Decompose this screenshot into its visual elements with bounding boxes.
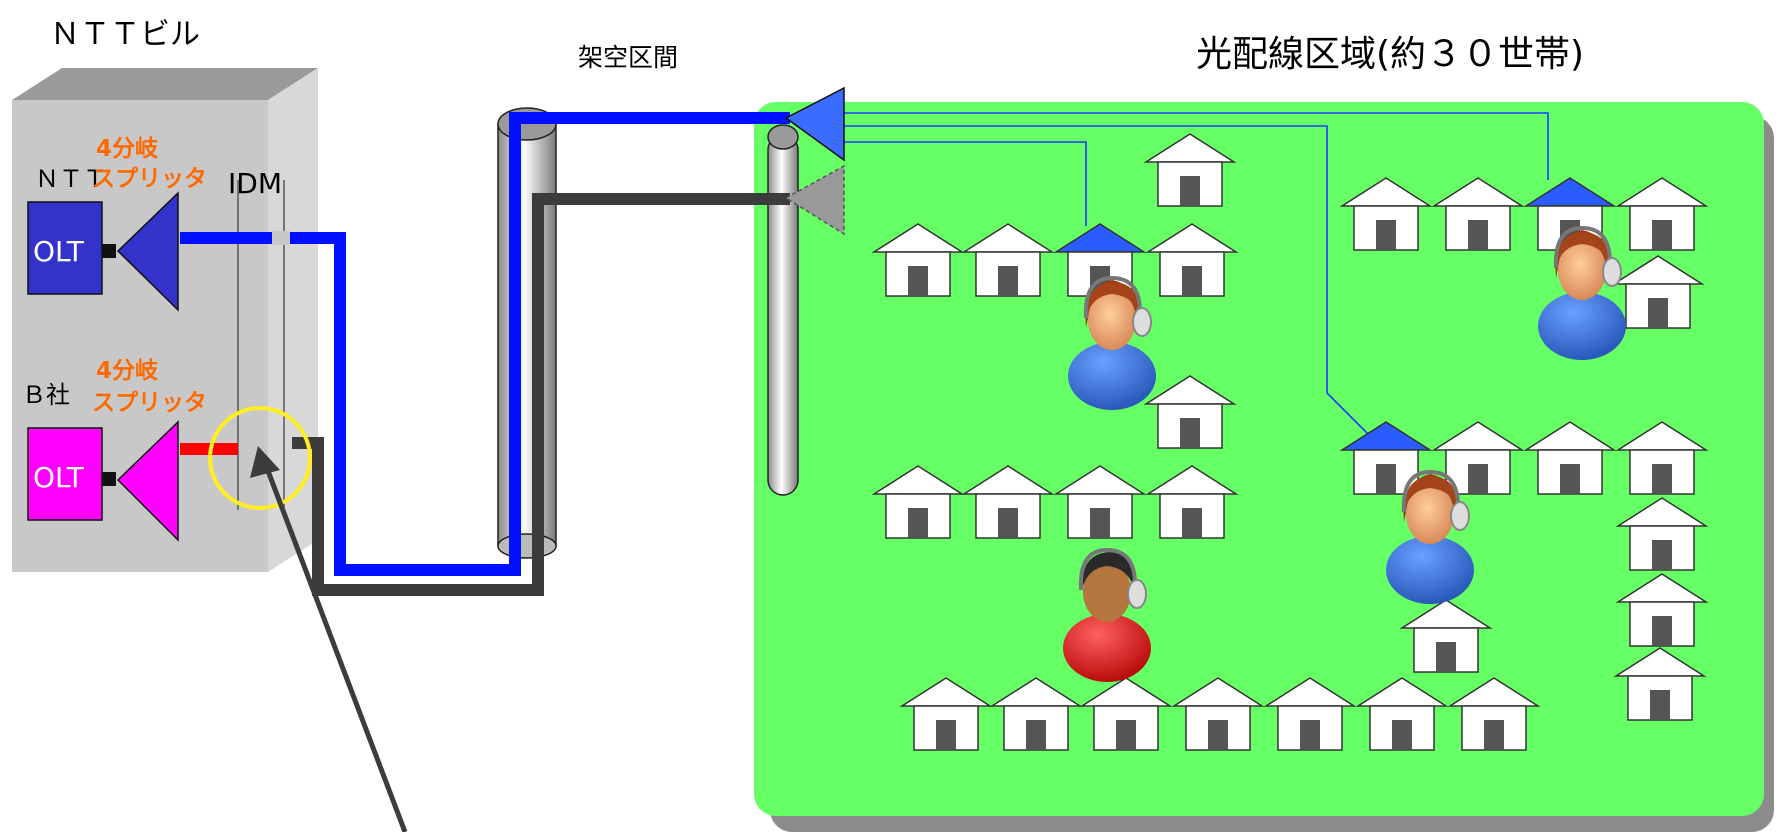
b-company-label: Ｂ社	[22, 381, 70, 409]
b-olt-port	[102, 472, 116, 486]
ntt-fiber-cable	[180, 112, 790, 576]
ntt-building-label: ＮＴＴビル	[50, 17, 200, 52]
service-area	[754, 102, 1764, 816]
area-title: 光配線区域(約３０世帯)	[1196, 34, 1584, 75]
ntt-splitter-label-1: 4分岐	[96, 136, 159, 162]
pointer-arrowhead	[250, 446, 280, 478]
area-pole-utility-pole-icon	[767, 124, 799, 496]
ntt-label: ＮＴＴ	[35, 165, 107, 193]
b-splitter-triangle-icon	[116, 420, 179, 542]
dark-fiber-cable	[292, 193, 790, 596]
pointer-arrow	[262, 462, 408, 832]
ntt-olt-label: OLT	[33, 235, 85, 268]
drop-cables	[830, 112, 1549, 451]
ntt-area-splitter-triangle-icon	[784, 86, 845, 162]
ntt-splitter-triangle-icon	[116, 191, 179, 312]
ntt-splitter-label-2: スプリッタ	[92, 166, 207, 192]
b-splitter-label-1: 4分岐	[96, 358, 159, 384]
idm-highlight-circle	[208, 406, 312, 510]
dark-area-splitter-triangle-icon	[784, 164, 845, 236]
b-splitter-label-2: スプリッタ	[92, 390, 207, 416]
idm-label: IDM	[228, 167, 282, 200]
b-olt-label: OLT	[33, 461, 85, 494]
aerial-pole-utility-pole-icon	[497, 107, 557, 559]
ntt-olt-box	[27, 201, 103, 295]
ntt-olt-port	[102, 244, 116, 258]
b-olt-box	[27, 427, 103, 521]
aerial-section-label: 架空区間	[578, 43, 678, 72]
